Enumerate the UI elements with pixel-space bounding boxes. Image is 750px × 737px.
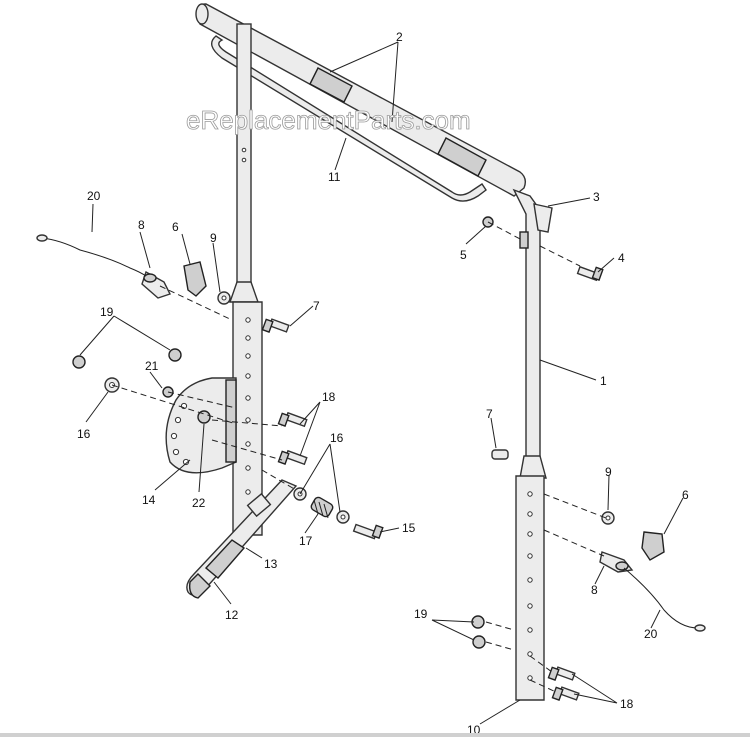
assembly-lines [111,221,607,693]
callout-7-right: 7 [486,407,493,421]
nut [72,348,486,649]
handle-bar [195,3,527,197]
callout-12: 12 [225,608,239,622]
leader-lines [79,41,684,725]
lock-pin [141,270,171,299]
left-upright-tube [229,23,259,303]
callout-19-upper: 19 [100,305,114,319]
lanyard-loop [36,234,48,242]
knob [641,531,665,561]
callout-8-right: 8 [591,583,598,597]
callout-9-left: 9 [210,231,217,245]
callout-17: 17 [299,534,313,548]
callout-20-right: 20 [644,627,658,641]
knob [183,261,207,297]
bottom-rule [0,733,750,737]
bolt [551,686,580,701]
washer [104,291,615,525]
callout-3: 3 [593,190,600,204]
callout-16-upper: 16 [330,431,344,445]
callout-19-lower: 19 [414,607,428,621]
height-adjuster-plate [165,377,237,474]
callout-21: 21 [145,359,159,373]
callout-8-left: 8 [138,218,145,232]
bolt [491,449,509,460]
lock-pin [599,551,634,573]
callout-labels: 2 3 4 5 1 11 20 8 6 9 7 19 21 16 18 16 1… [77,30,689,737]
lanyard-loop [694,624,706,632]
adjust-lever [186,479,298,599]
bolt [261,318,290,333]
bolt [277,411,308,428]
callout-14: 14 [142,493,156,507]
callout-9-right: 9 [605,465,612,479]
callout-4: 4 [618,251,625,265]
callout-15: 15 [402,521,416,535]
watermark-text: eReplacementParts.com [186,105,471,135]
callout-20-left: 20 [87,189,101,203]
bolt [352,523,384,540]
bail-wire [210,35,487,202]
bolt [277,449,308,466]
callout-18-lower: 18 [620,697,634,711]
bolt [547,666,576,681]
right-upright-tube [512,188,553,479]
callout-5: 5 [460,248,467,262]
callout-1: 1 [600,374,607,388]
callout-16-left: 16 [77,427,91,441]
right-side-plate [515,475,545,701]
callout-22: 22 [192,496,206,510]
callout-11: 11 [328,170,341,184]
callout-6-left: 6 [172,220,179,234]
lanyard-cable [623,567,699,629]
callout-2: 2 [396,30,403,44]
callout-18-upper: 18 [322,390,336,404]
callout-7-left: 7 [313,299,320,313]
nut [197,410,211,424]
bolt [576,265,604,282]
lanyard-cable [41,237,147,277]
spring [310,496,334,519]
callout-13: 13 [264,557,278,571]
callout-6-right: 6 [682,488,689,502]
